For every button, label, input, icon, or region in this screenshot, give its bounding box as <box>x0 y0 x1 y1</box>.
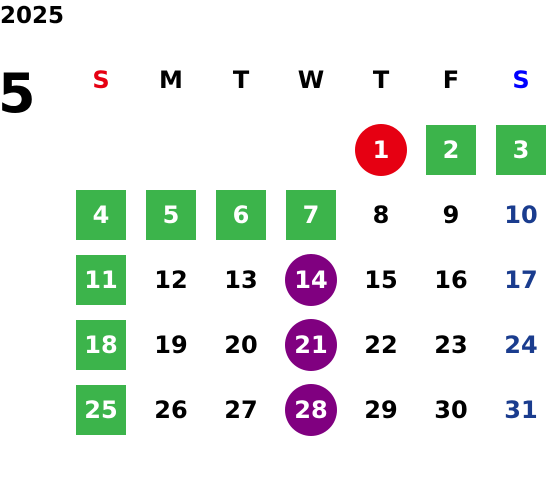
calendar-day-3[interactable]: 3 <box>496 125 546 175</box>
calendar-day-15[interactable]: 15 <box>364 266 398 294</box>
calendar-day-13[interactable]: 13 <box>224 266 258 294</box>
calendar-day-28[interactable]: 28 <box>285 384 337 436</box>
calendar-day-6[interactable]: 6 <box>216 190 266 240</box>
calendar-day-31[interactable]: 31 <box>504 396 538 424</box>
calendar-day-30[interactable]: 30 <box>434 396 468 424</box>
weekday-header-5: F <box>442 66 460 94</box>
calendar-day-12[interactable]: 12 <box>154 266 188 294</box>
calendar-day-24[interactable]: 24 <box>504 331 538 359</box>
weekday-header-3: W <box>297 66 325 94</box>
calendar-day-29[interactable]: 29 <box>364 396 398 424</box>
calendar-day-11[interactable]: 11 <box>76 255 126 305</box>
calendar-day-25[interactable]: 25 <box>76 385 126 435</box>
weekday-header-1: M <box>159 66 183 94</box>
calendar-day-14[interactable]: 14 <box>285 254 337 306</box>
calendar-day-26[interactable]: 26 <box>154 396 188 424</box>
calendar-day-20[interactable]: 20 <box>224 331 258 359</box>
weekday-header-6: S <box>512 66 530 94</box>
month-label: 5 <box>0 62 36 125</box>
calendar-day-5[interactable]: 5 <box>146 190 196 240</box>
calendar-day-10[interactable]: 10 <box>504 201 538 229</box>
calendar-day-17[interactable]: 17 <box>504 266 538 294</box>
calendar-day-1[interactable]: 1 <box>355 124 407 176</box>
calendar-day-9[interactable]: 9 <box>442 201 460 229</box>
calendar-day-7[interactable]: 7 <box>286 190 336 240</box>
calendar-day-16[interactable]: 16 <box>434 266 468 294</box>
calendar-day-4[interactable]: 4 <box>76 190 126 240</box>
weekday-header-0: S <box>92 66 110 94</box>
calendar-day-2[interactable]: 2 <box>426 125 476 175</box>
calendar-day-23[interactable]: 23 <box>434 331 468 359</box>
calendar-day-8[interactable]: 8 <box>372 201 390 229</box>
calendar-day-19[interactable]: 19 <box>154 331 188 359</box>
calendar-day-18[interactable]: 18 <box>76 320 126 370</box>
weekday-header-4: T <box>372 66 390 94</box>
calendar-day-22[interactable]: 22 <box>364 331 398 359</box>
weekday-header-2: T <box>232 66 250 94</box>
year-label: 2025 <box>0 3 65 29</box>
calendar-day-27[interactable]: 27 <box>224 396 258 424</box>
calendar-day-21[interactable]: 21 <box>285 319 337 371</box>
